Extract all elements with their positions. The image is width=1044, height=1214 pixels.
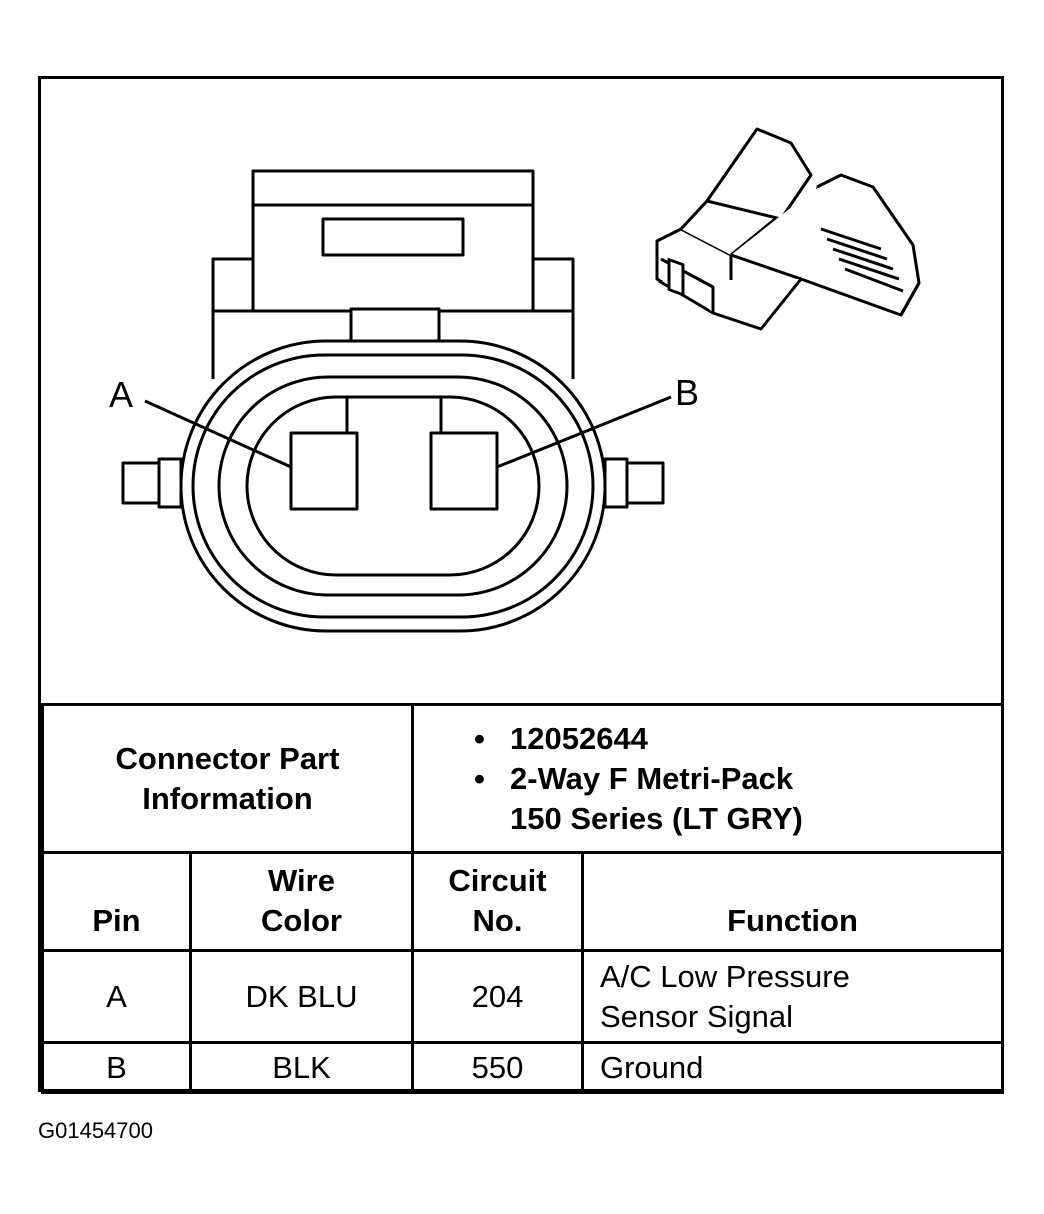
header-function: Function xyxy=(581,851,1004,952)
leader-line-b xyxy=(496,395,672,469)
connector-latch xyxy=(251,169,535,313)
header-wire-color: Wire Color xyxy=(189,851,414,952)
connector-part-info-label: Connector Part Information xyxy=(41,703,414,854)
pin-cell: B xyxy=(41,1041,192,1094)
function-cell: A/C Low Pressure Sensor Signal xyxy=(581,949,1004,1044)
connector-figure-frame: A B Connector Part Information xyxy=(38,76,1004,1094)
ear-left xyxy=(121,461,161,505)
table-row: A DK BLU 204 A/C Low Pressure Sensor Sig… xyxy=(41,949,1004,1044)
key-tab xyxy=(349,307,441,345)
figure-id: G01454700 xyxy=(38,1118,153,1143)
connector-part-info-values: 12052644 2-Way F Metri-Pack 150 Series (… xyxy=(411,703,1004,854)
terminal-a xyxy=(289,431,359,511)
seal-ring-middle xyxy=(217,375,569,597)
connector-3d-view xyxy=(655,127,921,331)
connector-info-table: Connector Part Information 12052644 2-Wa… xyxy=(41,703,1004,1094)
header-circuit-no: Circuit No. xyxy=(411,851,584,952)
connector-diagram: A B xyxy=(109,127,921,633)
ear-right-inner xyxy=(603,457,629,509)
pin-cell: A xyxy=(41,949,192,1044)
table-row: B BLK 550 Ground xyxy=(41,1041,1004,1094)
connector-shoulder-left xyxy=(211,257,255,313)
header-pin: Pin xyxy=(41,851,192,952)
circuit-no-cell: 550 xyxy=(411,1041,584,1094)
connector-type: 2-Way F Metri-Pack 150 Series (LT GRY) xyxy=(474,759,850,839)
connector-outer-shell xyxy=(179,339,607,633)
part-number: 12052644 xyxy=(474,719,1001,759)
leader-line-a xyxy=(144,399,292,469)
connector-shoulder-right xyxy=(531,257,575,313)
pin-label-b: B xyxy=(675,372,699,413)
wire-color-cell: DK BLU xyxy=(189,949,414,1044)
wire-color-cell: BLK xyxy=(189,1041,414,1094)
seal-ring-inner xyxy=(245,395,541,577)
function-cell: Ground xyxy=(581,1041,1004,1094)
seal-ring-outer xyxy=(191,353,595,619)
circuit-no-cell: 204 xyxy=(411,949,584,1044)
latch-window xyxy=(321,217,465,257)
ear-right xyxy=(625,461,665,505)
ear-left-inner xyxy=(157,457,183,509)
terminal-b xyxy=(429,431,499,511)
pin-label-a: A xyxy=(109,374,133,415)
